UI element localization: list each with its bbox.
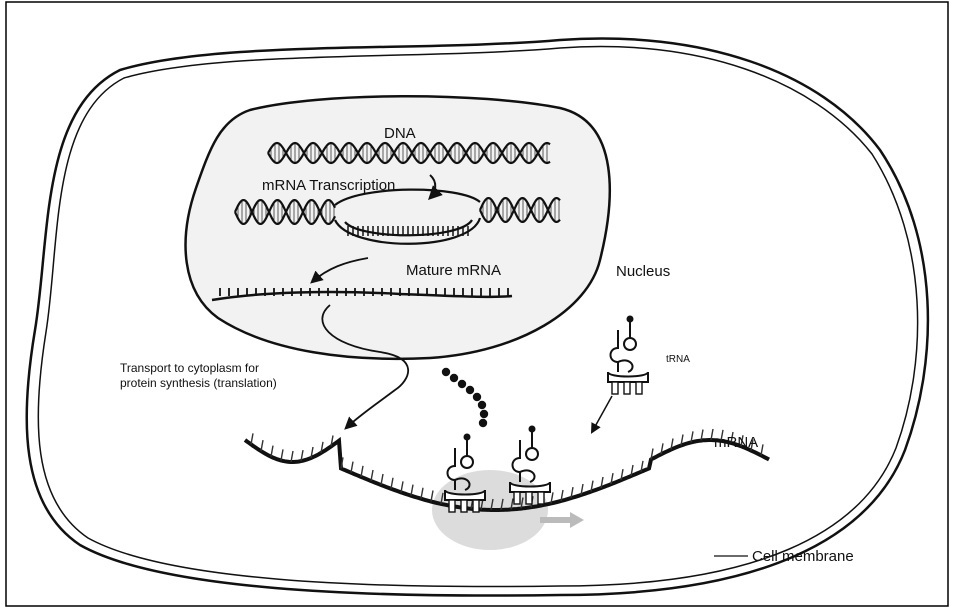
trna-amino-acid (529, 426, 536, 433)
mrna-base (391, 478, 393, 489)
anticodon-base (461, 500, 467, 512)
ribosome-arrow-head (570, 512, 584, 528)
anticodon-base (473, 500, 479, 512)
mrna-base (431, 490, 433, 501)
anticodon-base (636, 382, 642, 394)
label-nucleus: Nucleus (616, 263, 670, 280)
anticodon-base (526, 492, 532, 504)
amino-acid (480, 410, 488, 418)
label-mrna: mRNA (714, 434, 758, 451)
label-dna: DNA (384, 125, 416, 142)
amino-acid (450, 374, 458, 382)
anticodon-base (449, 500, 455, 512)
trna-amino-acid (464, 434, 471, 441)
mrna-base (411, 485, 413, 496)
mrna-base (401, 481, 403, 492)
mrna-base (351, 462, 353, 473)
trna-approach-arrow (592, 396, 612, 432)
label-transport-line2: protein synthesis (translation) (120, 376, 277, 390)
anticodon-base (624, 382, 630, 394)
anticodon-base (538, 492, 544, 504)
trna-loop (526, 448, 538, 460)
anticodon-base (514, 492, 520, 504)
mrna-base (421, 488, 423, 499)
trna-anticodon-loop (608, 372, 648, 382)
mrna-base (761, 444, 763, 455)
mrna-base (361, 466, 363, 477)
mrna-base (261, 440, 263, 451)
amino-acid (478, 401, 486, 409)
label-mature-mrna: Mature mRNA (406, 262, 501, 279)
amino-acid (458, 380, 466, 388)
label-cell-membrane: Cell membrane (752, 548, 854, 565)
trna-on-ribosome-2 (510, 426, 550, 505)
trna-loop (624, 338, 636, 350)
trna-amino-acid (627, 316, 634, 323)
trna-loop (461, 456, 473, 468)
label-transport-line1: Transport to cytoplasm for (120, 361, 259, 375)
mrna-base (271, 446, 273, 457)
amino-acid (466, 386, 474, 394)
mrna-base (251, 433, 253, 444)
label-trna: tRNA (666, 354, 690, 365)
label-mrna-transcription: mRNA Transcription (262, 177, 395, 194)
mrna-base (381, 474, 383, 485)
anticodon-base (612, 382, 618, 394)
mrna-base (371, 470, 373, 481)
polypeptide-chain (442, 368, 488, 427)
amino-acid (479, 419, 487, 427)
trna-incoming (608, 316, 648, 395)
amino-acid (473, 393, 481, 401)
amino-acid (442, 368, 450, 376)
